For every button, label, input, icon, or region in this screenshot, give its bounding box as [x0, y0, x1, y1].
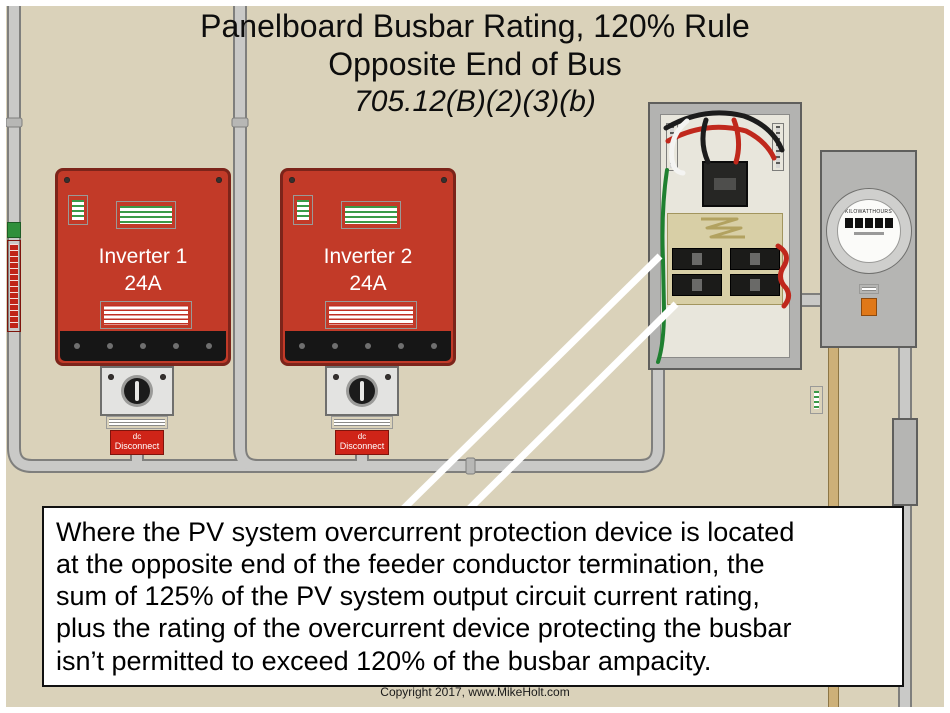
dc-disconnect-label: dc Disconnect	[335, 430, 389, 455]
copyright-text: Copyright 2017, www.MikeHolt.com	[380, 685, 570, 699]
vent-screw	[139, 343, 146, 349]
conduit-coupling	[465, 457, 476, 475]
breaker-handle	[750, 253, 760, 265]
meter-glass-dome: KILOWATTHOURS	[825, 188, 912, 274]
knob-slot	[360, 381, 364, 401]
panel-interior	[660, 114, 790, 358]
meter-register	[838, 218, 900, 228]
callout-line: sum of 125% of the PV system output circ…	[56, 581, 760, 612]
callout-line: Where the PV system overcurrent protecti…	[56, 517, 795, 547]
screw	[333, 374, 339, 380]
inverter-base	[60, 331, 226, 361]
disconnect-enclosure	[325, 366, 399, 416]
breaker-handle	[692, 253, 702, 265]
screw	[289, 177, 295, 183]
screw	[160, 374, 166, 380]
inverter-1: Inverter 1 24A	[55, 168, 231, 366]
branch-breaker	[730, 248, 780, 270]
neutral-bar-right	[772, 123, 784, 171]
rotary-switch-knob	[124, 378, 150, 404]
neutral-bar-left	[666, 123, 678, 171]
vent-screw	[173, 343, 180, 349]
vent-screw	[73, 343, 80, 349]
dc-disconnect-label: dc Disconnect	[110, 430, 164, 455]
screw	[385, 374, 391, 380]
disconnect-enclosure	[100, 366, 174, 416]
main-breaker	[702, 161, 748, 207]
meter-seal	[860, 298, 877, 316]
inverter-base	[285, 331, 451, 361]
pointer-line	[455, 301, 679, 523]
meter-dial	[844, 218, 853, 228]
knob-slot	[135, 381, 139, 401]
explanation-box: Where the PV system overcurrent protecti…	[42, 506, 904, 687]
meter-face-line	[853, 232, 884, 235]
callout-line: plus the rating of the overcurrent devic…	[56, 613, 792, 644]
rotary-switch-knob	[349, 378, 375, 404]
page-subtitle: Opposite End of Bus	[328, 45, 622, 82]
inverter-rating: 24A	[349, 272, 387, 295]
dc-disconnect-2: dc Disconnect	[325, 366, 399, 455]
power-source-label	[100, 301, 192, 329]
main-breaker-handle	[714, 178, 736, 190]
inverter-cert-label	[293, 195, 313, 225]
inverter-spec-label	[116, 201, 176, 229]
inverter-spec-label	[341, 201, 401, 229]
inverter-cert-label	[68, 195, 88, 225]
inverter-name: Inverter 2	[323, 245, 413, 268]
screw	[441, 177, 447, 183]
meter-dial	[854, 218, 863, 228]
conduit-warning-label	[7, 240, 21, 332]
code-reference: 705.12(B)(2)(3)(b)	[354, 84, 596, 118]
meter-dial	[884, 218, 893, 228]
dc-disconnect-1: dc Disconnect	[100, 366, 174, 455]
callout-line: at the opposite end of the feeder conduc…	[56, 549, 765, 580]
meter-dial	[874, 218, 883, 228]
branch-breaker	[730, 274, 780, 296]
vent-screw	[364, 343, 371, 349]
screw	[108, 374, 114, 380]
vent-screw	[206, 343, 213, 349]
electric-meter: KILOWATTHOURS	[820, 150, 917, 348]
disconnect-label-strip	[106, 416, 168, 429]
meter-face: KILOWATTHOURS	[836, 199, 901, 263]
conduit-tag	[810, 386, 823, 414]
vent-screw	[106, 343, 113, 349]
breaker-handle	[692, 279, 702, 291]
meter-face-label: KILOWATTHOURS	[845, 209, 892, 215]
panelboard	[648, 102, 802, 370]
screw	[64, 177, 70, 183]
dc-disconnect-label-line2: Disconnect	[339, 440, 385, 451]
branch-breaker	[672, 248, 722, 270]
breaker-section	[667, 213, 783, 305]
page-title: Panelboard Busbar Rating, 120% Rule	[200, 8, 750, 44]
breaker-handle	[750, 279, 760, 291]
vent-screw	[298, 343, 305, 349]
vent-screw	[398, 343, 405, 349]
vent-screw	[431, 343, 438, 349]
dc-disconnect-label-line2: Disconnect	[114, 440, 160, 451]
meter-dial	[864, 218, 873, 228]
power-source-label	[325, 301, 417, 329]
meter-disconnect-box	[892, 418, 918, 506]
disconnect-label-strip	[331, 416, 393, 429]
meter-tag	[858, 284, 879, 294]
screw	[216, 177, 222, 183]
conduit-green-label	[7, 222, 21, 238]
title-block: Panelboard Busbar Rating, 120% Rule Oppo…	[0, 8, 950, 120]
pv-backfeed-breaker	[672, 274, 722, 296]
callout-line: isn’t permitted to exceed 120% of the bu…	[56, 645, 712, 676]
inverter-2: Inverter 2 24A	[280, 168, 456, 366]
inverter-rating: 24A	[124, 272, 162, 295]
inverter-name: Inverter 1	[98, 245, 188, 268]
vent-screw	[331, 343, 338, 349]
